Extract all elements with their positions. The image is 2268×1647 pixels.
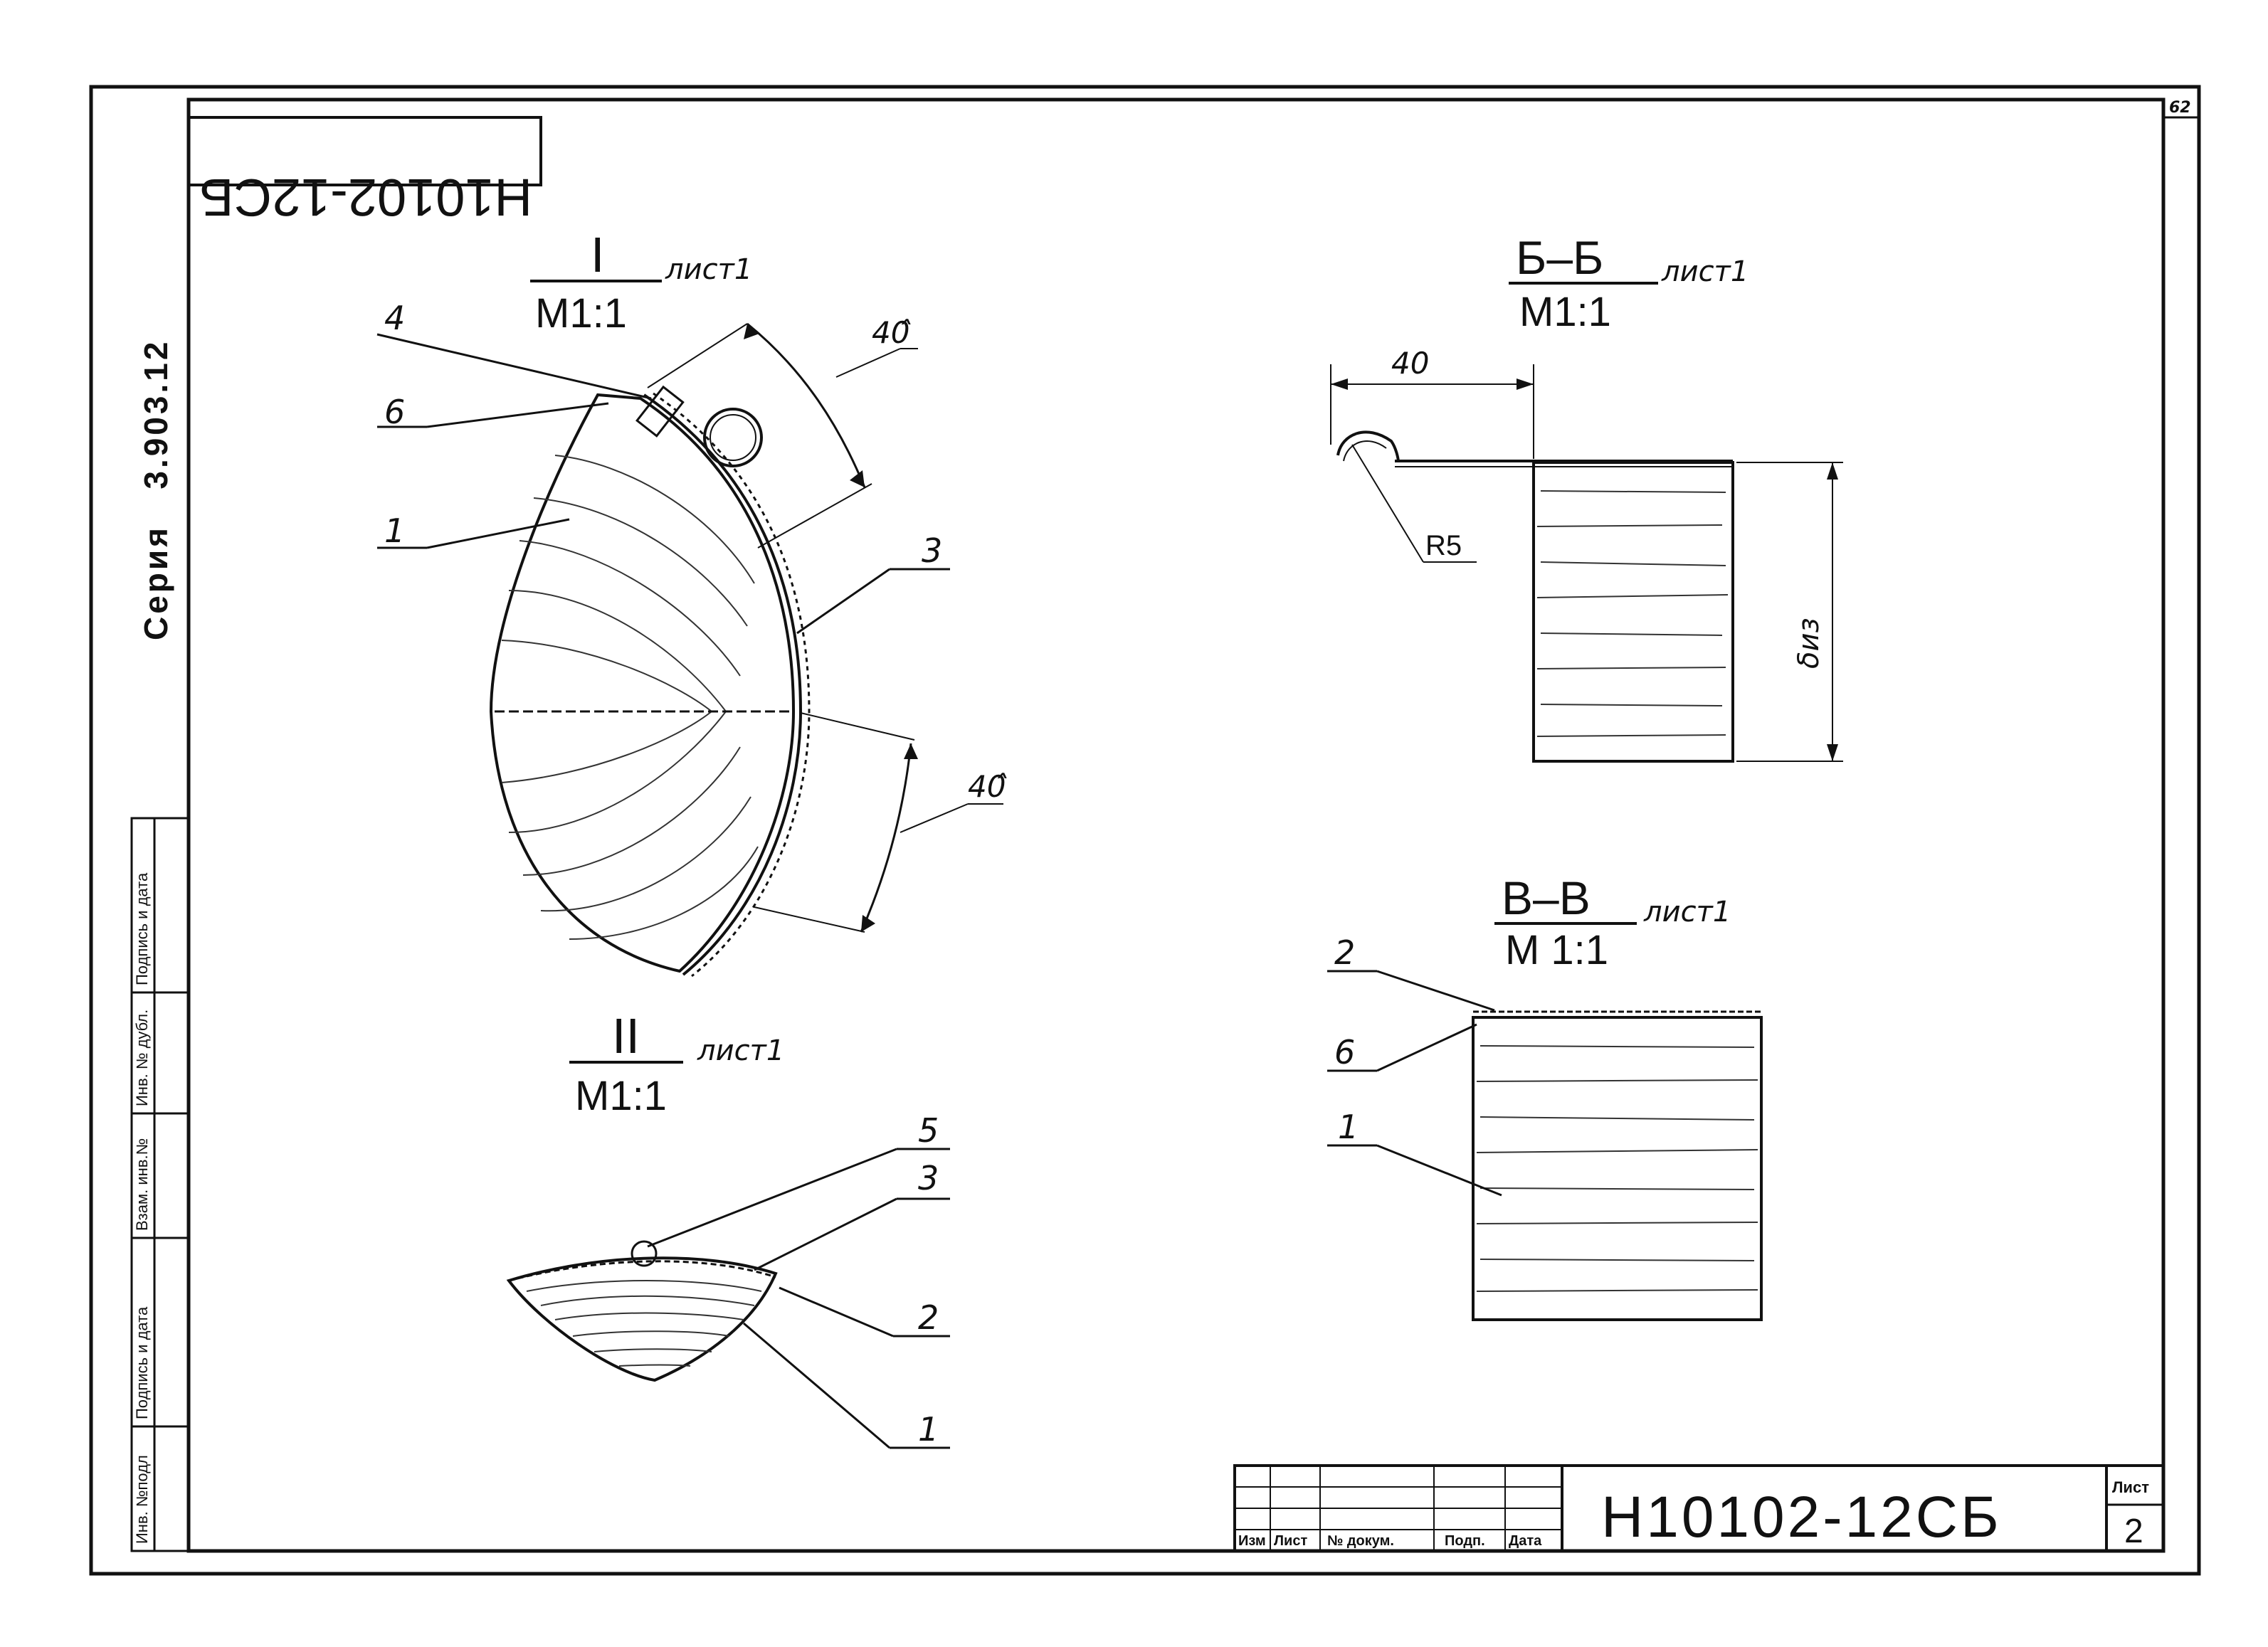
view-1-title: I М1:1 лист1 — [530, 227, 752, 337]
tb-header-doc: № докум. — [1327, 1533, 1394, 1549]
outer-frame — [89, 85, 2201, 1576]
title-block: Изм Лист № докум. Подп. Дата Н10102-12СБ… — [1233, 1464, 2165, 1552]
view-bb-drawing — [1336, 430, 1734, 763]
inner-frame — [186, 97, 2166, 1553]
view-2-title: II М1:1 лист1 — [569, 1008, 784, 1119]
vv-callout-1: 1 — [1338, 1108, 1359, 1146]
dim-bb-height: δиз — [1793, 618, 1825, 669]
view-2-number: II — [612, 1008, 640, 1064]
view-1-drawing — [489, 385, 811, 978]
view-2-sheet: лист1 — [697, 1034, 784, 1067]
dim-arc-top: 40̂ — [872, 315, 911, 350]
view-vv-number: В–В — [1502, 872, 1591, 924]
view-vv-title: В–В М 1:1 лист1 — [1494, 872, 1731, 973]
vv-callout-6: 6 — [1334, 1033, 1355, 1071]
strip-label-2: Подпись и дата — [133, 1306, 151, 1419]
v2-callout-1: 1 — [918, 1410, 939, 1449]
tb-header-izm: Изм — [1238, 1533, 1266, 1549]
left-strip: Инв. №подл Подпись и дата Взам. инв.№ Ин… — [130, 817, 190, 1552]
tb-header-list: Лист — [1274, 1533, 1307, 1549]
view-vv-callouts: 2 6 1 — [1327, 933, 1502, 1197]
view-bb-number: Б–Б — [1516, 231, 1603, 284]
view-2-callouts: 5 3 2 1 — [647, 1111, 950, 1449]
tb-header-date: Дата — [1509, 1533, 1542, 1549]
v1-callout-1: 1 — [384, 512, 405, 550]
series-label: Серия 3.903.12 — [137, 339, 174, 640]
mirrored-stamp-text: Н10102-12СБ — [199, 168, 532, 227]
v2-callout-3: 3 — [918, 1159, 939, 1197]
view-vv-drawing — [1472, 1010, 1763, 1321]
view-bb-scale: М1:1 — [1519, 289, 1611, 335]
v1-callout-3: 3 — [922, 531, 942, 570]
tb-sheet-label: Лист — [2112, 1478, 2149, 1496]
v2-callout-2: 2 — [918, 1298, 939, 1337]
view-1-callouts: 4 6 1 3 — [376, 299, 950, 635]
tb-sheet-number: 2 — [2124, 1513, 2143, 1550]
tb-header-sign: Подп. — [1445, 1533, 1485, 1549]
vv-callout-2: 2 — [1334, 933, 1355, 972]
series-label-group: Серия 3.903.12 — [137, 339, 174, 640]
strip-label-5: Подпись и дата — [133, 872, 151, 985]
view-1-number: I — [591, 227, 604, 282]
dim-arc-bottom: 40̂ — [968, 769, 1007, 804]
view-2-drawing — [506, 1240, 778, 1382]
mirrored-stamp: Н10102-12СБ — [199, 168, 532, 227]
view-bb-title: Б–Б М1:1 лист1 — [1509, 231, 1749, 335]
v1-callout-6: 6 — [384, 393, 405, 431]
tb-designation: Н10102-12СБ — [1601, 1485, 2002, 1550]
view-2-scale: М1:1 — [575, 1073, 667, 1119]
strip-label-4: Инв. № дубл. — [133, 1010, 151, 1106]
v2-callout-5: 5 — [918, 1111, 939, 1150]
dim-bb-radius: R5 — [1425, 530, 1462, 561]
dim-bb-width: 40 — [1391, 346, 1429, 381]
view-vv-sheet: лист1 — [1643, 896, 1731, 928]
strip-label-3: Взам. инв.№ — [133, 1138, 151, 1231]
view-1-sheet: лист1 — [665, 253, 752, 286]
view-1-scale: М1:1 — [535, 290, 627, 337]
v1-callout-4: 4 — [384, 299, 405, 337]
view-vv-scale: М 1:1 — [1505, 927, 1608, 973]
view-1-dimensions: 40̂ 40̂ — [647, 315, 1007, 933]
mirrored-stamp-box — [187, 116, 542, 186]
strip-label-1: Инв. №подл — [133, 1455, 151, 1544]
sheet-corner-number: 62 — [2169, 99, 2191, 117]
view-bb-dimensions: 40 R5 δиз — [1330, 346, 1843, 762]
view-bb-sheet: лист1 — [1661, 255, 1749, 288]
